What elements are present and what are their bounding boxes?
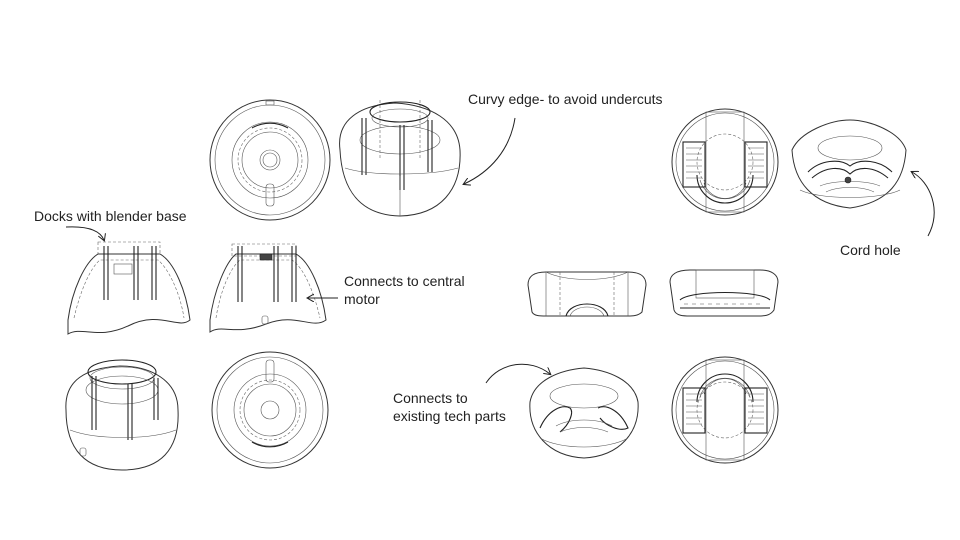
drawing-side-view-3 xyxy=(527,271,647,317)
annotation-connects-tech-parts: Connects to existing tech parts xyxy=(393,390,506,424)
drawing-top-view-2 xyxy=(211,351,329,469)
drawing-isometric-2 xyxy=(65,359,179,471)
drawing-isometric-4 xyxy=(529,367,639,459)
drawing-top-view-1 xyxy=(209,99,331,221)
arrow-curvy-edge xyxy=(464,117,516,184)
drawing-top-view-3 xyxy=(671,108,779,216)
annotation-curvy-edge: Curvy edge- to avoid undercuts xyxy=(468,91,663,107)
drawing-isometric-1 xyxy=(339,100,461,217)
annotation-cord-hole: Cord hole xyxy=(840,242,901,258)
arrow-tech xyxy=(485,363,550,384)
annotation-docks-blender-base: Docks with blender base xyxy=(34,208,187,224)
annotation-connects-motor: Connects to central motor xyxy=(344,273,465,307)
drawing-top-view-4 xyxy=(671,356,779,464)
arrow-docks xyxy=(65,226,104,240)
drawing-side-view-2 xyxy=(209,243,327,333)
drawing-side-view-4 xyxy=(669,269,779,317)
drawing-side-view-1 xyxy=(67,241,191,335)
drawing-isometric-3 xyxy=(791,119,907,209)
arrow-cord-hole xyxy=(912,172,935,237)
